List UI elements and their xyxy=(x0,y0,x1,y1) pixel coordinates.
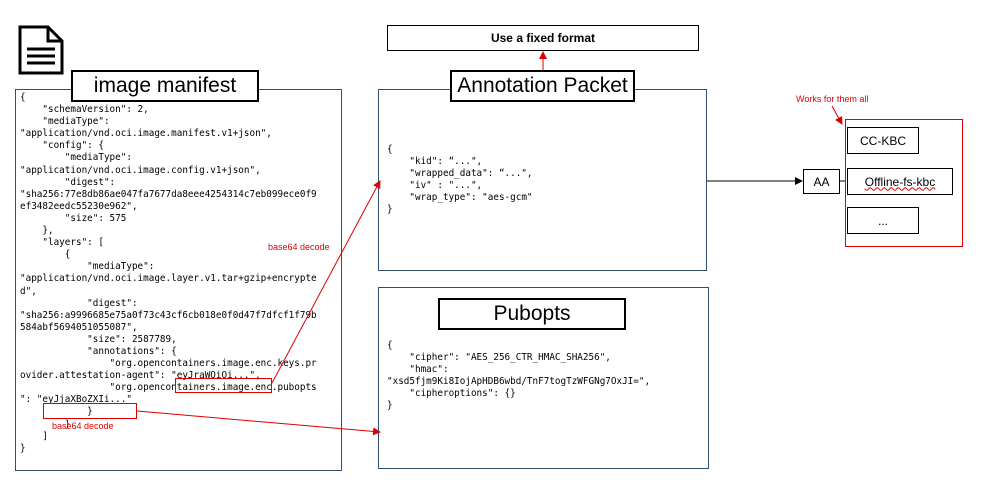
kbc-item-cc: CC-KBC xyxy=(847,127,919,154)
manifest-code: { "schemaVersion": 2, "mediaType": "appl… xyxy=(20,92,317,454)
manifest-title-text: image manifest xyxy=(93,74,237,97)
fixed-format-label: Use a fixed format xyxy=(490,31,596,45)
kbc-group xyxy=(845,119,963,247)
manifest-title: image manifest xyxy=(71,70,259,102)
arrow-to-annotation-packet xyxy=(271,180,381,384)
aa-label: AA xyxy=(813,174,830,189)
document-icon xyxy=(18,25,64,75)
kbc-item-more-label: ... xyxy=(877,213,888,228)
annotation-packet-panel xyxy=(378,89,707,271)
annotation-packet-code: { "kid": “...", "wrapped_data": “...", "… xyxy=(387,144,533,216)
pubopts-title-text: Pubopts xyxy=(493,302,571,325)
kbc-item-offline: Offline-fs-kbc xyxy=(847,168,953,195)
decode-label-top: base64 decode xyxy=(268,242,330,252)
pubopts-code: { "cipher": "AES_256_CTR_HMAC_SHA256", "… xyxy=(387,340,651,412)
aa-box: AA xyxy=(803,169,840,194)
keys-value-highlight xyxy=(175,378,272,393)
arrow-to-kbc-group xyxy=(831,105,843,125)
works-label: Works for them all xyxy=(796,94,869,104)
pubopts-value-highlight xyxy=(43,403,137,419)
kbc-item-more: ... xyxy=(847,207,919,234)
decode-label-bottom: base64 decode xyxy=(52,421,114,431)
manifest-panel xyxy=(15,89,342,471)
kbc-item-offline-label: Offline-fs-kbc xyxy=(864,174,936,189)
fixed-format-box: Use a fixed format xyxy=(387,25,699,51)
kbc-item-cc-label: CC-KBC xyxy=(859,133,906,148)
pubopts-title: Pubopts xyxy=(438,298,626,330)
annotation-packet-title-text: Annotation Packet xyxy=(457,74,628,97)
annotation-packet-title: Annotation Packet xyxy=(450,70,635,102)
arrow-to-pubopts xyxy=(136,410,381,436)
